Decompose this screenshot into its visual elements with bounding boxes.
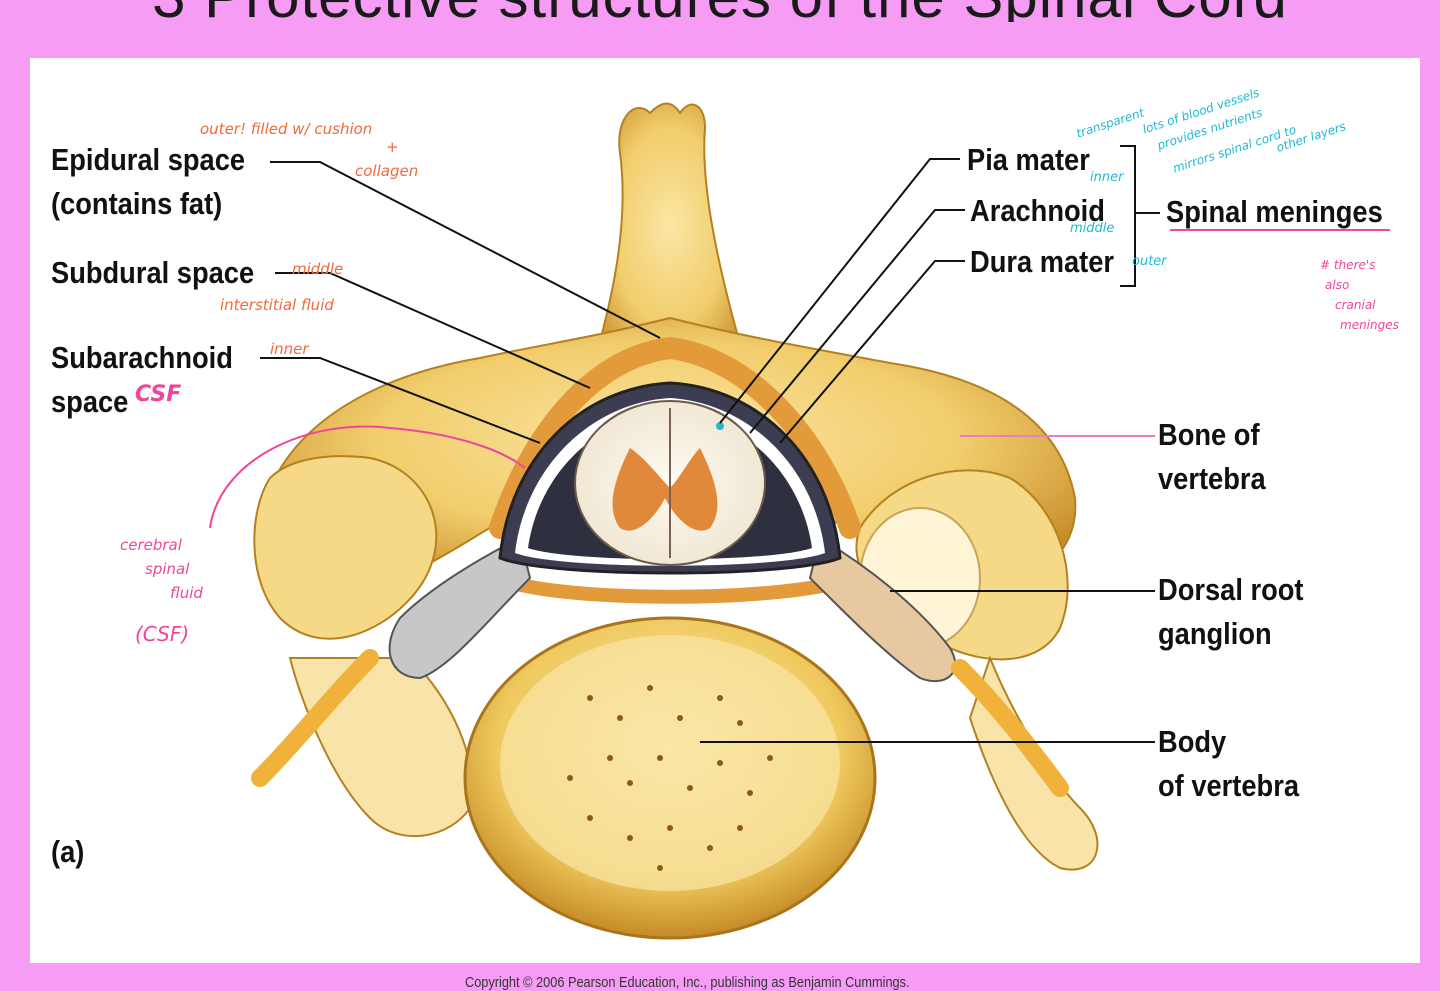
note-outer: outer bbox=[1132, 254, 1167, 269]
left-spinal-nerve bbox=[251, 649, 379, 787]
body-pores bbox=[567, 685, 773, 871]
label-spinal-meninges: Spinal meninges bbox=[1166, 194, 1383, 229]
note-csf-3: fluid bbox=[170, 584, 203, 602]
label-arachnoid: Arachnoid bbox=[970, 193, 1105, 228]
label-subarachnoid: Subarachnoid bbox=[51, 340, 233, 375]
left-transverse-process bbox=[253, 455, 438, 640]
note-epidural-2: + bbox=[386, 138, 399, 156]
note-epidural-1: outer! filled w/ cushion bbox=[200, 120, 373, 138]
label-bone-of-vertebra-2: vertebra bbox=[1158, 461, 1266, 496]
label-bone-of-vertebra: Bone of bbox=[1158, 417, 1260, 452]
label-ganglion: ganglion bbox=[1158, 616, 1272, 651]
note-meninges-1: # there's bbox=[1320, 258, 1376, 272]
epidural-fat bbox=[489, 336, 861, 539]
panel-tag: (a) bbox=[51, 834, 85, 869]
label-of-vertebra: of vertebra bbox=[1158, 768, 1300, 803]
label-epidural-space: Epidural space bbox=[51, 142, 246, 177]
left-nerve-root bbox=[388, 536, 532, 680]
gray-matter bbox=[612, 448, 718, 531]
csf-callout-line bbox=[209, 425, 526, 529]
label-dorsal-root: Dorsal root bbox=[1158, 572, 1304, 607]
left-inferior-process bbox=[288, 657, 473, 838]
label-subarachnoid-space: space bbox=[51, 384, 129, 419]
note-csf-short: CSF bbox=[135, 382, 182, 407]
label-body: Body bbox=[1158, 724, 1227, 759]
right-spinal-nerve bbox=[951, 659, 1069, 797]
label-epidural-space-sub: (contains fat) bbox=[51, 186, 223, 221]
note-meninges-4: meninges bbox=[1340, 318, 1399, 332]
label-pia-mater: Pia mater bbox=[967, 142, 1090, 177]
note-subarachnoid: inner bbox=[270, 340, 309, 358]
note-middle: middle bbox=[1070, 221, 1115, 236]
note-meninges-2: also bbox=[1325, 278, 1350, 292]
label-subdural-space: Subdural space bbox=[51, 255, 255, 290]
spinous-process bbox=[588, 102, 752, 379]
note-csf-1: cerebral bbox=[120, 536, 182, 554]
diagram-panel: Epidural space (contains fat) Subdural s… bbox=[30, 58, 1420, 991]
copyright-notice: Copyright © 2006 Pearson Education, Inc.… bbox=[465, 974, 910, 991]
label-dura-mater: Dura mater bbox=[970, 244, 1115, 279]
vertebra-illustration bbox=[209, 102, 1390, 940]
note-inner: inner bbox=[1090, 170, 1124, 185]
note-subdural-2: interstitial fluid bbox=[220, 296, 334, 314]
leader-lines bbox=[260, 145, 1160, 743]
slide-title: 3 Protective structures of the Spinal Co… bbox=[0, 0, 1440, 22]
note-subdural-1: middle bbox=[292, 260, 344, 278]
note-csf-2: spinal bbox=[145, 560, 190, 578]
note-epidural-3: collagen bbox=[355, 162, 419, 180]
note-csf-4: (CSF) bbox=[135, 622, 190, 646]
note-meninges-3: cranial bbox=[1335, 298, 1376, 312]
right-nerve-root bbox=[808, 536, 957, 683]
